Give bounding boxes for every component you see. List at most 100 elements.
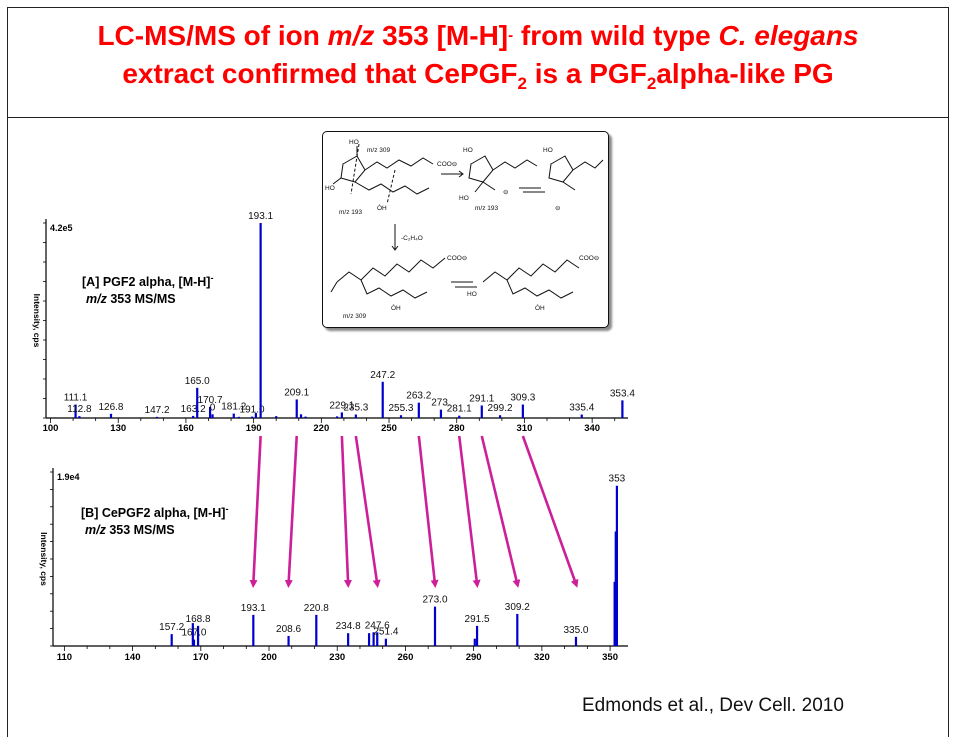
spectrum-b-ymax-label: 1.9e4 xyxy=(57,472,80,482)
spectrum-a-peak-label: 309.3 xyxy=(510,393,535,404)
title-line-1-part: - xyxy=(508,27,514,44)
spectrum-b-peak-label: 353 xyxy=(609,474,626,485)
spectrum-a-peak-label: 229.1 xyxy=(329,400,354,411)
spectrum-a-peak-label: 126.8 xyxy=(98,402,123,413)
spectrum-a-peak-label: 181.2 xyxy=(221,402,246,413)
scheme-label: HO xyxy=(349,139,359,146)
spectrum-a-peak-label: 209.1 xyxy=(284,387,309,398)
spectrum-a-x-tick-label: 130 xyxy=(110,423,126,434)
spectrum-b-peak-label: 167.0 xyxy=(181,628,206,639)
spectrum-b-panel-label: [B] CePGF2 alpha, [M-H]- xyxy=(81,504,228,520)
spectrum-a-peak-label: 247.2 xyxy=(370,370,395,381)
spectrum-b-x-tick-label: 200 xyxy=(261,652,277,663)
spectrum-b-peak-label: 247.6 xyxy=(365,620,390,631)
title-line-1-part: from wild type xyxy=(513,20,719,51)
scheme-labels: HO HO ÓH m/z 309 m/z 193 HO HO m/z 193 H… xyxy=(325,139,600,320)
correspondence-arrow xyxy=(417,435,439,588)
title-line-2-part: is a PGF xyxy=(526,58,647,89)
scheme-label: m/z 309 xyxy=(367,147,391,154)
spectrum-b-panel-label-2-text: 353 MS/MS xyxy=(106,523,175,537)
spectrum-a-panel-label-2: m/z 353 MS/MS xyxy=(86,292,176,306)
fragmentation-scheme-drawing: HO HO ÓH m/z 309 m/z 193 HO HO m/z 193 H… xyxy=(325,139,604,320)
title-line-2-part: 2 xyxy=(517,74,527,93)
correspondence-arrow xyxy=(457,435,481,588)
spectrum-a-peak-label: 299.2 xyxy=(488,403,513,414)
scheme-label: HO xyxy=(459,195,469,202)
spectrum-a-ymax-label: 4.2e5 xyxy=(50,223,73,233)
spectrum-a-x-tick-label: 190 xyxy=(246,423,262,434)
scheme-label: HO xyxy=(467,291,477,298)
fragmentation-scheme: HO HO ÓH m/z 309 m/z 193 HO HO m/z 193 H… xyxy=(322,131,609,328)
scheme-label: ÓH xyxy=(377,203,387,212)
spectrum-a-panel-label-2-text: 353 MS/MS xyxy=(107,292,176,306)
spectrum-b-peak-label: 234.8 xyxy=(336,621,361,632)
spectrum-b-x-tick-label: 350 xyxy=(602,652,618,663)
scheme-coo-label: COO⊖ xyxy=(579,255,600,262)
spectrum-a-peak-label: 191.0 xyxy=(240,405,265,416)
correspondence-arrow xyxy=(480,435,521,588)
scheme-label: ÓH xyxy=(391,303,401,312)
correspondence-arrow xyxy=(284,435,299,588)
title-line-1-part: m/z xyxy=(327,20,375,51)
spectrum-b-peak-label: 273.0 xyxy=(422,595,447,606)
spectrum-b-x-tick-label: 110 xyxy=(57,652,72,663)
scheme-coo-label: COO⊖ xyxy=(437,161,458,168)
spectrum-b-x-tick-label: 290 xyxy=(466,652,482,663)
spectrum-a-peak-label: 263.2 xyxy=(406,391,431,402)
spectrum-b-peak-label: 335.0 xyxy=(563,625,588,636)
correspondence-arrow xyxy=(249,435,262,588)
citation: Edmonds et al., Dev Cell. 2010 xyxy=(582,695,844,716)
correspondence-arrow xyxy=(521,435,579,588)
spectrum-a-peak-label: 255.3 xyxy=(388,403,413,414)
scheme-label: ⊖ xyxy=(555,205,561,212)
spectrum-a-x-tick-label: 100 xyxy=(43,423,59,434)
spectrum-b-panel-label-2: m/z 353 MS/MS xyxy=(85,523,175,537)
slide-frame xyxy=(7,7,949,737)
spectrum-a-y-label: Intensity, cps xyxy=(32,294,42,348)
spectrum-a-x-tick-label: 250 xyxy=(381,423,397,434)
spectrum-b-x-tick-label: 170 xyxy=(193,652,209,663)
spectrum-a-peak-label: 0 xyxy=(210,402,216,413)
title-line-1-part: C. elegans xyxy=(718,20,859,51)
spectrum-b-x-tick-label: 320 xyxy=(534,652,550,663)
title-line-2-part: extract confirmed that CePGF xyxy=(122,58,518,89)
scheme-label: HO xyxy=(463,147,473,154)
spectrum-b-panel-label-text: [B] CePGF2 alpha, [M-H] xyxy=(81,506,225,520)
spectrum-a-peak-label: 353.4 xyxy=(610,388,635,399)
spectrum-a-x-tick-label: 340 xyxy=(584,423,600,434)
spectrum-b-panel-label-sup: - xyxy=(225,504,228,514)
spectrum-a-peak-label: 291.1 xyxy=(469,393,494,404)
scheme-structures xyxy=(330,143,604,299)
correspondence-arrow xyxy=(340,435,352,588)
scheme-label: m/z 193 xyxy=(339,209,363,216)
title-line-1-part: 353 [M-H] xyxy=(374,20,509,51)
slide-title-line-2: extract confirmed that CePGF2 is a PGF2a… xyxy=(7,57,949,95)
spectrum-a-peak-label: 193.1 xyxy=(248,211,273,222)
correspondence-arrows xyxy=(249,435,579,588)
spectrum-a-x-tick-label: 310 xyxy=(517,423,533,434)
spectrum-b-peak-label: 193.1 xyxy=(241,603,266,614)
spectrum-b-y-label: Intensity, cps xyxy=(39,532,49,586)
spectrum-a-peak-label: 163.2 xyxy=(181,404,206,415)
spectrum-b-panel-label-2-italic: m/z xyxy=(85,523,107,537)
spectrum-a-peak-label: 281.1 xyxy=(447,404,472,415)
scheme-label: HO xyxy=(543,147,553,154)
spectrum-b-x-tick-label: 260 xyxy=(398,652,414,663)
spectrum-a-x-tick-label: 220 xyxy=(313,423,329,434)
spectrum-b-peak-label: 157.2 xyxy=(159,622,184,633)
spectrum-a-panel-label-text: [A] PGF2 alpha, [M-H] xyxy=(82,275,210,289)
spectrum-b-peak-label: 168.8 xyxy=(186,614,211,625)
scheme-label: ÓH xyxy=(535,303,545,312)
title-line-1-part: LC-MS/MS of ion xyxy=(97,20,328,51)
spectrum-a-panel-label-2-italic: m/z xyxy=(86,292,108,306)
scheme-label: -C₂H₄O xyxy=(401,235,423,242)
spectrum-a-peak-label: 170.7 xyxy=(198,395,223,406)
correspondence-arrow xyxy=(354,435,381,588)
spectrum-b-x-tick-label: 230 xyxy=(329,652,345,663)
spectrum-b-peak-label: 208.6 xyxy=(276,624,301,635)
spectrum-b-peak-label: 220.8 xyxy=(304,603,329,614)
scheme-label: ⊖ xyxy=(503,189,509,196)
